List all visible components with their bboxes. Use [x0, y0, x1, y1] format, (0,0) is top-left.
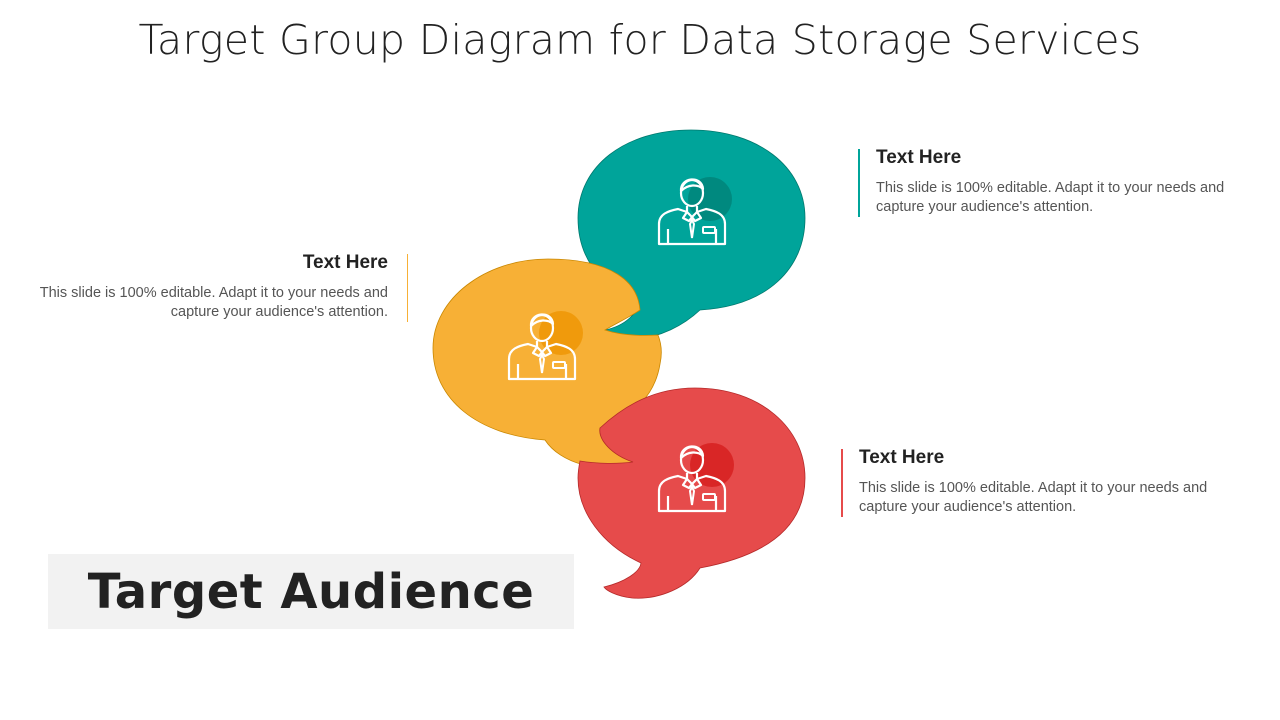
divider-rule — [406, 254, 408, 322]
text-heading: Text Here — [876, 147, 962, 168]
text-block-left: Text Here This slide is 100% editable. A… — [28, 252, 408, 322]
text-block-bottom-right: Text Here This slide is 100% editable. A… — [841, 447, 1219, 517]
divider-rule — [841, 449, 843, 517]
text-block-top-right: Text Here This slide is 100% editable. A… — [858, 147, 1236, 217]
text-body: This slide is 100% editable. Adapt it to… — [39, 285, 388, 320]
text-body: This slide is 100% editable. Adapt it to… — [859, 480, 1208, 515]
text-body: This slide is 100% editable. Adapt it to… — [876, 180, 1225, 215]
text-heading: Text Here — [859, 447, 945, 468]
divider-rule — [858, 149, 860, 217]
target-audience-text: Target Audience — [87, 563, 535, 620]
target-audience-label: Target Audience — [48, 554, 574, 629]
text-heading: Text Here — [302, 252, 388, 273]
page-title: Target Group Diagram for Data Storage Se… — [138, 16, 1142, 64]
red-speech-bubble — [577, 387, 806, 599]
orange-speech-bubble — [432, 258, 662, 468]
